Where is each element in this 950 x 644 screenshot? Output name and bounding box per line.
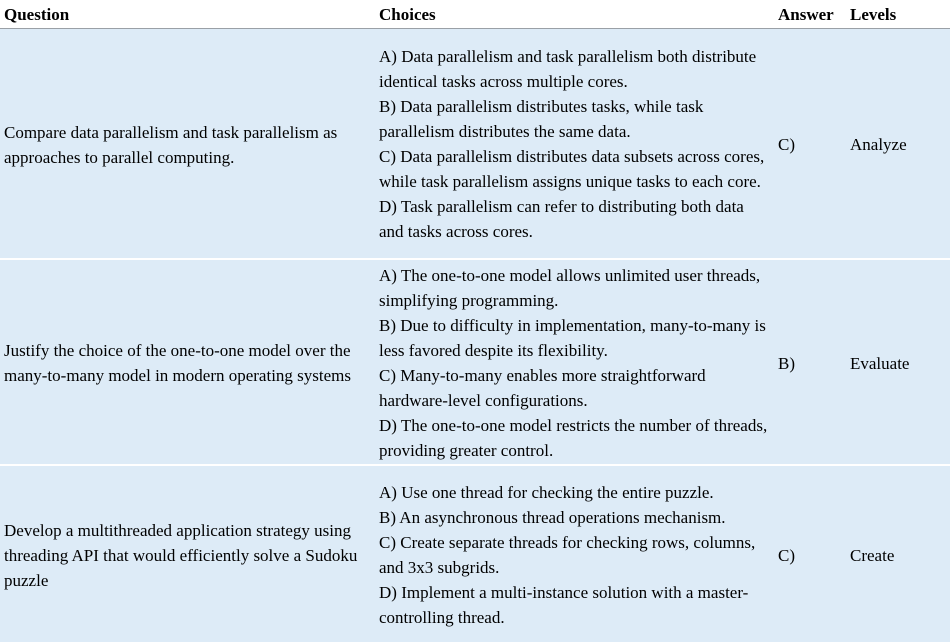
header-row: Question Choices Answer Levels xyxy=(0,0,950,29)
table-row: Compare data parallelism and task parall… xyxy=(0,28,950,260)
question-cell: Compare data parallelism and task parall… xyxy=(0,28,375,260)
answer-cell: C) xyxy=(774,464,846,644)
choice-d: D) The one-to-one model restricts the nu… xyxy=(379,415,768,460)
choice-a: A) Data parallelism and task parallelism… xyxy=(379,47,757,92)
header-choices: Choices xyxy=(375,0,774,29)
choice-c: C) Data parallelism distributes data sub… xyxy=(379,147,765,192)
level-cell: Create xyxy=(846,464,950,644)
choice-b: B) Due to difficulty in implementation, … xyxy=(379,315,766,360)
header-answer: Answer xyxy=(774,0,846,29)
choice-b: B) Data parallelism distributes tasks, w… xyxy=(379,97,704,142)
choice-b: B) An asynchronous thread operations mec… xyxy=(379,507,726,527)
choice-d: D) Task parallelism can refer to distrib… xyxy=(379,197,744,242)
choice-c: C) Create separate threads for checking … xyxy=(379,532,756,577)
header-levels: Levels xyxy=(846,0,950,29)
table-row: Develop a multithreaded application stra… xyxy=(0,464,950,644)
choices-cell: A) Data parallelism and task parallelism… xyxy=(375,28,774,260)
choice-d: D) Implement a multi-instance solution w… xyxy=(379,582,749,627)
choice-c: C) Many-to-many enables more straightfor… xyxy=(379,365,706,410)
question-cell: Justify the choice of the one-to-one mod… xyxy=(0,258,375,466)
question-cell: Develop a multithreaded application stra… xyxy=(0,464,375,644)
choice-a: A) Use one thread for checking the entir… xyxy=(379,482,714,502)
table-row: Justify the choice of the one-to-one mod… xyxy=(0,258,950,466)
answer-cell: B) xyxy=(774,258,846,466)
choices-cell: A) The one-to-one model allows unlimited… xyxy=(375,258,774,466)
choices-cell: A) Use one thread for checking the entir… xyxy=(375,464,774,644)
choice-a: A) The one-to-one model allows unlimited… xyxy=(379,265,761,310)
level-cell: Analyze xyxy=(846,28,950,260)
answer-cell: C) xyxy=(774,28,846,260)
level-cell: Evaluate xyxy=(846,258,950,466)
header-question: Question xyxy=(0,0,375,29)
